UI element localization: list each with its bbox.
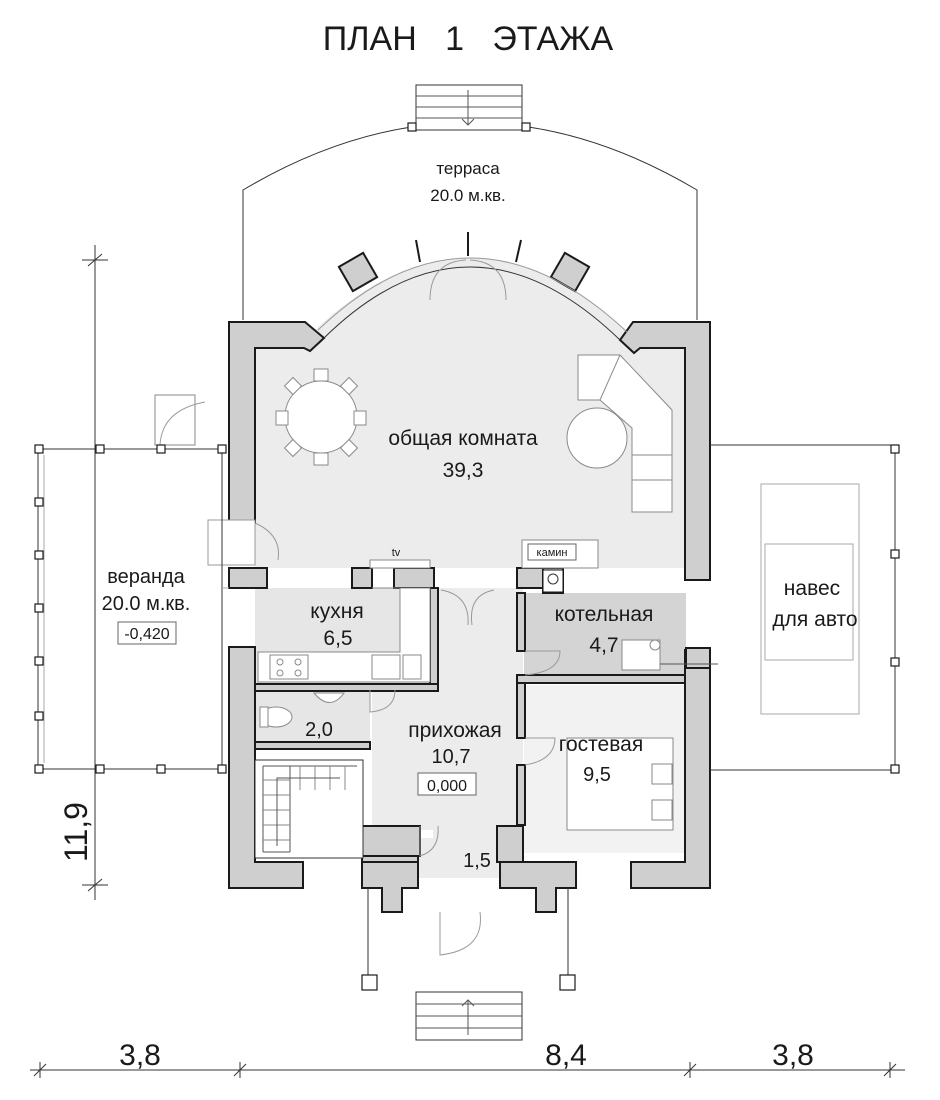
doors <box>154 394 561 956</box>
tv-stand <box>369 559 431 569</box>
living-room-area: 39,3 <box>443 459 484 482</box>
veranda-structure <box>34 444 229 774</box>
carport-label-line2: для авто <box>772 608 857 631</box>
hall-level-box <box>417 772 477 796</box>
kitchen-area: 6,5 <box>323 627 352 650</box>
vestibule-area: 1,5 <box>463 850 491 872</box>
veranda-name: веранда <box>107 566 185 588</box>
terrace-steps <box>407 84 531 132</box>
kitchen-name: кухня <box>310 600 363 623</box>
terrace-name: терраса <box>436 159 500 178</box>
dimension-left: 3,8 <box>119 1039 161 1072</box>
hall-name: прихожая <box>408 719 502 742</box>
living-room-name: общая комната <box>388 427 538 450</box>
terrace-area: 20.0 м.кв. <box>430 186 505 205</box>
dimension-lines <box>30 245 905 1078</box>
guest-room-area: 9,5 <box>583 764 611 786</box>
tv-label: tv <box>392 547 401 559</box>
walls <box>228 251 711 913</box>
fireplace-label: камин <box>537 547 568 559</box>
veranda-area: 20.0 м.кв. <box>102 593 191 615</box>
hall-level: 0,000 <box>427 778 467 795</box>
guest-room-name: гостевая <box>559 733 643 756</box>
dimension-right: 3,8 <box>772 1039 814 1072</box>
veranda-level-box <box>117 621 177 645</box>
carport-structure <box>710 444 900 774</box>
hall-area: 10,7 <box>432 746 471 768</box>
fireplace-label-box <box>527 543 577 561</box>
guest-bed <box>566 737 674 831</box>
entrance-porch <box>361 888 576 1041</box>
bathroom-fixtures <box>259 692 345 728</box>
dimension-vertical: 11,9 <box>58 802 94 862</box>
bay-window <box>317 232 628 341</box>
boiler-equipment <box>621 639 718 671</box>
dining-table <box>275 368 367 466</box>
kitchen-counter <box>257 587 431 683</box>
veranda-level: -0,420 <box>124 626 169 643</box>
plan-title: ПЛАН 1 ЭТАЖА <box>323 20 614 58</box>
boiler-room-area: 4,7 <box>589 634 618 657</box>
boiler-room-name: котельная <box>555 603 654 626</box>
dimension-center: 8,4 <box>545 1039 587 1072</box>
sofa <box>566 354 673 513</box>
bathroom-area: 2,0 <box>305 719 333 741</box>
carport-label-line1: навес <box>784 577 840 600</box>
staircase <box>254 759 364 859</box>
